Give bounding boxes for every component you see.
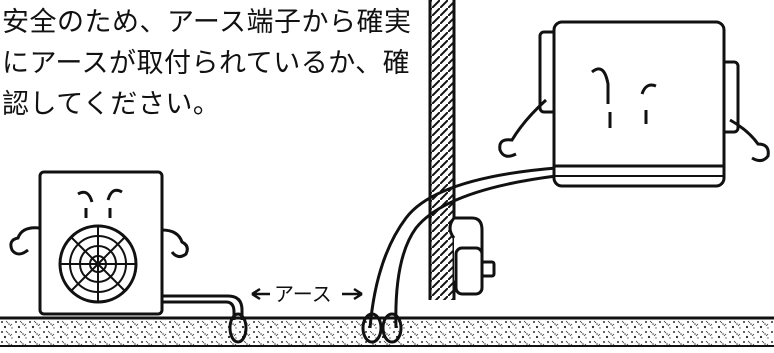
indoor-unit-icon [498,20,770,188]
floor [0,316,774,347]
ground-label: アース [274,282,332,306]
notice-line-1: 安全のため、アース端子から確実 [2,7,412,38]
safety-notice-text: 安全のため、アース端子から確実 にアースが取付られているか、確 認してください。 [2,2,432,125]
notice-line-2: にアースが取付られているか、確 [2,48,411,79]
notice-line-3: 認してください。 [2,89,221,120]
ground-wire-left [162,294,248,344]
wall-pillar [428,0,456,300]
ground-wire-right [361,166,557,344]
wall-outlet-icon [448,216,496,296]
ground-label-group: アース [251,282,363,306]
outdoor-unit-icon [9,170,189,316]
